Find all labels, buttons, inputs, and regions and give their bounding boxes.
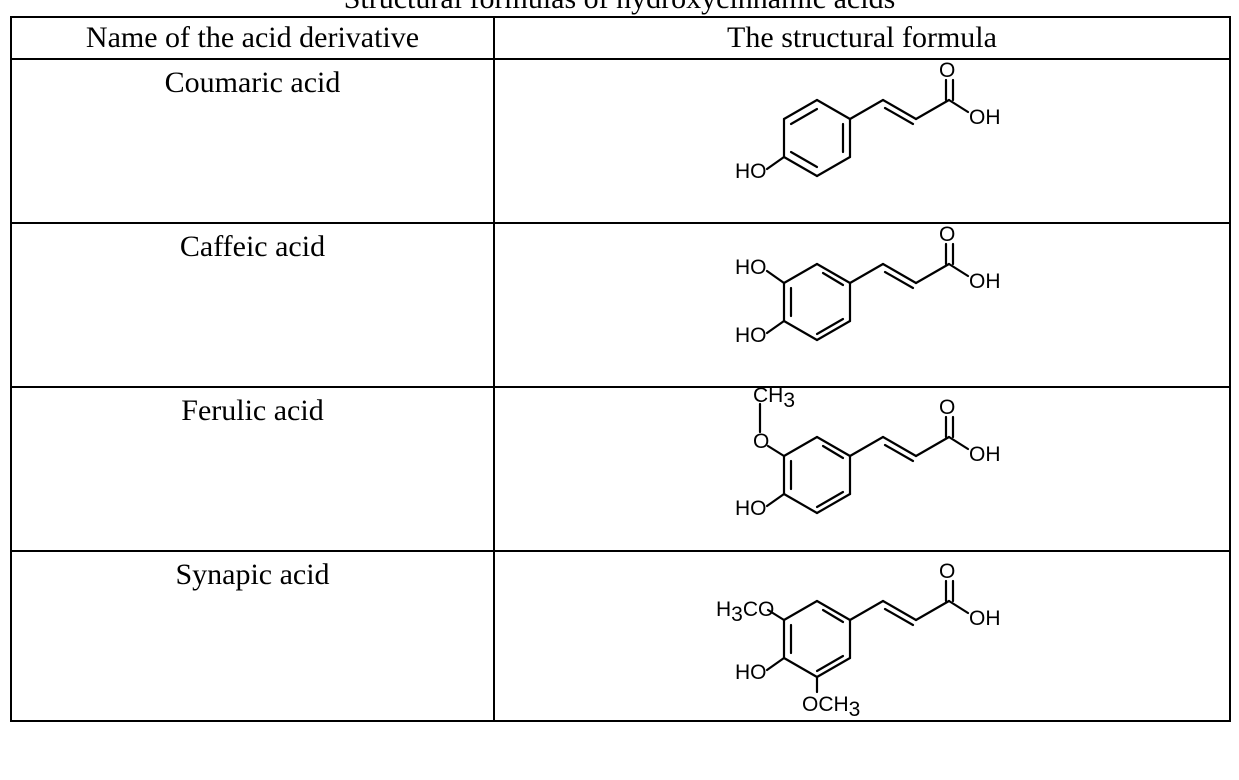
- acid-name: Coumaric acid: [10, 58, 495, 224]
- atom-label: HO: [735, 661, 767, 684]
- atom-label: O: [939, 396, 955, 419]
- table-row: Synapic acid O OH H3CO HO OCH3: [10, 550, 1231, 722]
- header-name: Name of the acid derivative: [10, 16, 495, 60]
- caffeic-acid-structure-icon: O OH HO HO: [735, 223, 1001, 347]
- atom-label: O: [753, 430, 769, 453]
- table-header-row: Name of the acid derivative The structur…: [10, 16, 1231, 60]
- table-row: Ferulic acid O OH O CH3 HO: [10, 384, 1231, 552]
- table-row: Coumaric acid O OH HO: [10, 58, 1231, 224]
- atom-label: OCH3: [802, 693, 860, 721]
- table-row: Caffeic acid O OH HO HO: [10, 222, 1231, 388]
- formula-cell: O OH HO: [493, 58, 1231, 224]
- ferulic-acid-structure-icon: O OH O CH3 HO: [735, 384, 1001, 520]
- atom-label: CH3: [753, 384, 795, 412]
- atom-label: HO: [735, 256, 767, 279]
- acid-name: Synapic acid: [10, 550, 495, 722]
- atom-label: HO: [735, 497, 767, 520]
- acid-name: Ferulic acid: [10, 386, 495, 552]
- acid-name: Caffeic acid: [10, 222, 495, 388]
- table-caption: Structural formulas of hydroxycinnamic a…: [0, 0, 1239, 14]
- atom-label: OH: [969, 607, 1001, 630]
- atom-label: OH: [969, 270, 1001, 293]
- formula-cell: O OH O CH3 HO: [493, 384, 1231, 552]
- atom-label: HO: [735, 324, 767, 347]
- atom-label: H3CO: [716, 598, 774, 626]
- atom-label: OH: [969, 443, 1001, 466]
- atom-label: O: [939, 223, 955, 246]
- atom-label: O: [939, 59, 955, 82]
- atom-label: OH: [969, 106, 1001, 129]
- coumaric-acid-structure-icon: O OH HO: [735, 59, 1001, 183]
- formula-cell: O OH HO HO: [493, 222, 1231, 388]
- synapic-acid-structure-icon: O OH H3CO HO OCH3: [716, 560, 1001, 721]
- acids-table: Name of the acid derivative The structur…: [10, 16, 1231, 722]
- header-formula: The structural formula: [493, 16, 1231, 60]
- atom-label: O: [939, 560, 955, 583]
- atom-label: HO: [735, 160, 767, 183]
- formula-cell: O OH H3CO HO OCH3: [493, 550, 1231, 722]
